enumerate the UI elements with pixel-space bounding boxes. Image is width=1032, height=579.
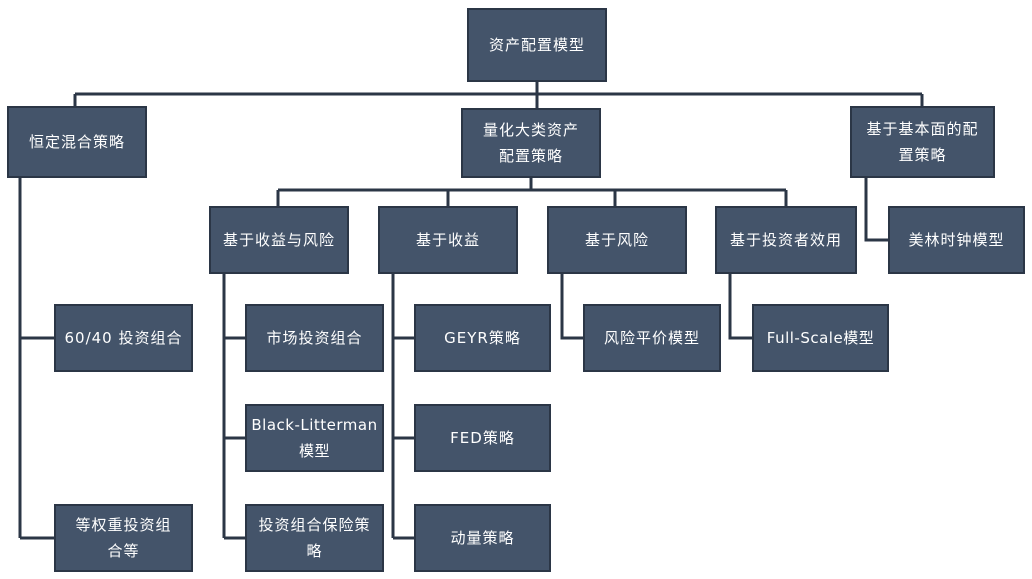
node-geyr-label: GEYR策略 (444, 329, 521, 347)
node-group-utility[interactable]: 基于投资者效用 (715, 206, 857, 274)
node-group-return[interactable]: 基于收益 (378, 206, 518, 274)
node-group-risk[interactable]: 基于风险 (547, 206, 687, 274)
node-6040-portfolio[interactable]: 60/40 投资组合 (54, 304, 193, 372)
node-fundamental[interactable]: 基于基本面的配置策略 (850, 106, 995, 178)
connector-root (73, 82, 924, 108)
connector-group-utility (728, 274, 752, 340)
node-market-portfolio-label: 市场投资组合 (266, 329, 363, 347)
node-equal-weight-label: 等权重投资组合等 (75, 516, 172, 560)
node-portfolio-insurance-label: 投资组合保险策略 (258, 516, 371, 560)
node-fundamental-label: 基于基本面的配置策略 (866, 120, 979, 164)
node-fed-label: FED策略 (450, 429, 515, 447)
node-constant-mix[interactable]: 恒定混合策略 (7, 106, 147, 178)
node-group-return-risk[interactable]: 基于收益与风险 (209, 206, 349, 274)
node-full-scale-label: Full-Scale模型 (766, 329, 875, 347)
node-quant-allocation[interactable]: 量化大类资产配置策略 (461, 108, 601, 178)
node-root[interactable]: 资产配置模型 (467, 8, 607, 82)
connector-group-return-risk (222, 274, 245, 540)
node-merrill-clock-label: 美林时钟模型 (908, 231, 1005, 249)
node-full-scale[interactable]: Full-Scale模型 (752, 304, 889, 372)
node-6040-portfolio-label: 60/40 投资组合 (64, 329, 183, 347)
node-geyr[interactable]: GEYR策略 (414, 304, 551, 372)
connector-group-risk (560, 274, 583, 340)
node-group-risk-label: 基于风险 (584, 231, 649, 249)
node-equal-weight[interactable]: 等权重投资组合等 (54, 504, 193, 572)
node-fed[interactable]: FED策略 (414, 404, 551, 472)
node-portfolio-insurance[interactable]: 投资组合保险策略 (245, 504, 384, 572)
node-black-litterman-label: Black-Litterman模型 (251, 416, 378, 460)
connector-constant-mix (18, 178, 54, 540)
node-constant-mix-label: 恒定混合策略 (28, 133, 125, 151)
node-risk-parity[interactable]: 风险平价模型 (583, 304, 721, 372)
node-risk-parity-label: 风险平价模型 (603, 329, 700, 347)
node-group-utility-label: 基于投资者效用 (729, 231, 842, 249)
node-black-litterman[interactable]: Black-Litterman模型 (245, 404, 384, 472)
node-momentum-label: 动量策略 (450, 529, 515, 547)
connector-fundamental (864, 178, 888, 242)
node-momentum[interactable]: 动量策略 (414, 504, 551, 572)
node-merrill-clock[interactable]: 美林时钟模型 (888, 206, 1025, 274)
node-group-return-risk-label: 基于收益与风险 (222, 231, 335, 249)
node-group-return-label: 基于收益 (415, 231, 480, 249)
connector-quant (276, 178, 788, 206)
node-quant-allocation-label: 量化大类资产配置策略 (482, 121, 579, 165)
node-market-portfolio[interactable]: 市场投资组合 (245, 304, 384, 372)
node-root-label: 资产配置模型 (488, 36, 585, 54)
connector-group-return (391, 274, 414, 540)
